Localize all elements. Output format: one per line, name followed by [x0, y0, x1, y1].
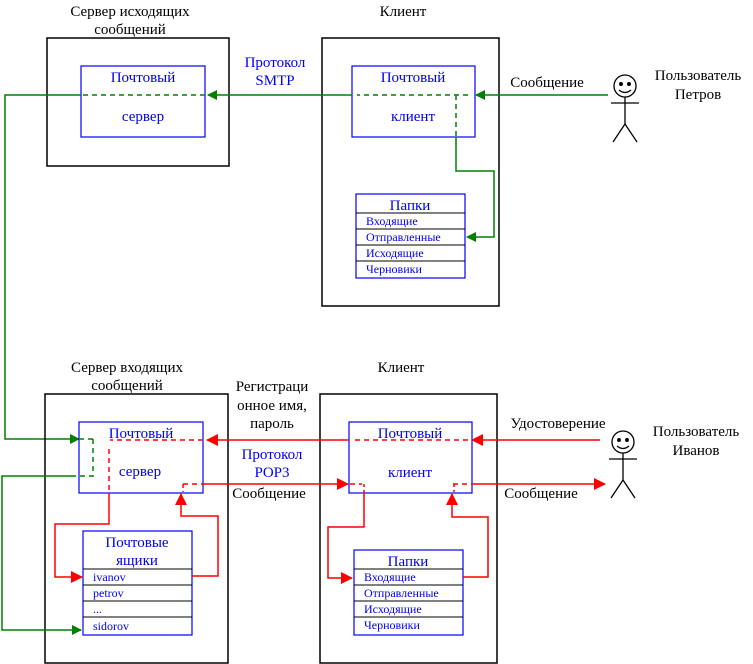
bottom-client-box [319, 393, 498, 664]
incoming-mail-server-component [78, 421, 204, 494]
bottom-folder-item: Исходящие [364, 602, 422, 616]
pop3-protocol-label-line1: Протокол [242, 447, 303, 463]
top-folder-item: Отправленные [366, 230, 441, 244]
bottom-mail-client-label-line1: Почтовый [378, 426, 443, 442]
bottom-folder-item: Отправленные [364, 586, 439, 600]
top-folder-item: Черновики [366, 262, 422, 276]
top-client-title: Клиент [380, 4, 427, 20]
outgoing-server-box [46, 37, 230, 167]
mailboxes-title-line1: Почтовые [105, 535, 169, 551]
incoming-server-title-line1: Сервер входящих [71, 360, 183, 376]
bottom-folder-item: Черновики [364, 618, 420, 632]
outgoing-mail-server-label-line2: сервер [122, 109, 164, 125]
user-petrov-label-line1: Пользователь [655, 68, 742, 84]
bottom-client-title: Клиент [378, 360, 425, 376]
incoming-mail-server-label-line2: сервер [119, 464, 161, 480]
top-client-box [321, 37, 500, 307]
mailbox-item: ivanov [93, 570, 126, 584]
user-ivanov-label-line1: Пользователь [653, 424, 740, 440]
mailboxes-list: Почтовые ящики ivanov petrov ... sidorov [82, 530, 193, 636]
mailbox-item: ... [93, 602, 102, 616]
smtp-protocol-label-line1: Протокол [245, 55, 306, 71]
incoming-server-box [44, 393, 229, 664]
smtp-protocol-label-line2: SMTP [255, 73, 294, 89]
pop3-message-label: Сообщение [232, 486, 306, 502]
top-folders-list: Папки Входящие Отправленные Исходящие Че… [355, 193, 466, 279]
user-petrov-label-line2: Петров [675, 87, 721, 103]
outgoing-server-title-line2: сообщений [94, 22, 166, 38]
top-mail-client-label-line2: клиент [391, 109, 435, 125]
incoming-delivery-flow [1, 438, 94, 635]
outgoing-mail-server-component [80, 65, 206, 138]
top-message-label: Сообщение [510, 75, 584, 91]
user-petrov-icon [611, 74, 639, 143]
outgoing-server-title-line1: Сервер исходящих [70, 4, 190, 20]
bottom-folder-item: Входящие [364, 570, 416, 584]
top-folders-title: Папки [390, 198, 431, 214]
bottom-message-label: Сообщение [504, 486, 578, 502]
credentials-label-line2: онное имя, [237, 398, 307, 414]
mailboxes-title-line2: ящики [116, 553, 158, 569]
incoming-server-title-line2: сообщений [91, 378, 163, 394]
mailbox-item: petrov [93, 586, 124, 600]
credential-label: Удостоверение [510, 416, 605, 432]
pop3-protocol-label-line2: POP3 [254, 465, 289, 481]
user-ivanov-icon [609, 430, 637, 499]
user-ivanov-label-line2: Иванов [673, 443, 720, 459]
bottom-folders-title: Папки [388, 554, 429, 570]
top-folder-item: Исходящие [366, 246, 424, 260]
bottom-folders-list: Папки Входящие Отправленные Исходящие Че… [353, 549, 464, 636]
outgoing-mail-server-label-line1: Почтовый [111, 70, 176, 86]
pop3-receive-flow [54, 434, 606, 584]
top-mail-client-component [351, 65, 476, 138]
bottom-mail-client-component [348, 421, 473, 494]
incoming-mail-server-label-line1: Почтовый [109, 426, 174, 442]
top-mail-client-label-line1: Почтовый [381, 70, 446, 86]
mailbox-item: sidorov [93, 619, 129, 633]
smtp-send-flow [4, 90, 608, 444]
credentials-label-line3: пароль [250, 416, 294, 432]
top-folder-item: Входящие [366, 214, 418, 228]
credentials-label-line1: Регистраци [236, 379, 309, 395]
bottom-mail-client-label-line2: клиент [388, 465, 432, 481]
